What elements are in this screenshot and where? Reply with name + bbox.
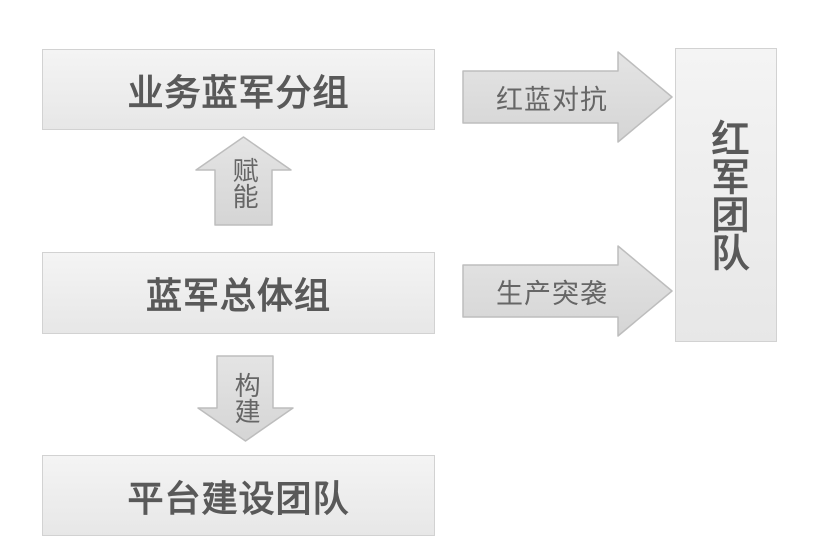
node-platform-team: 平台建设团队 <box>42 455 435 536</box>
empower-up-arrow-shape <box>195 136 292 226</box>
build-down-arrow-shape <box>197 355 294 442</box>
node-red-team: 红军团队 <box>675 48 777 342</box>
empower-arrow-label: 赋能 <box>229 156 260 209</box>
node-business-blue-group: 业务蓝军分组 <box>42 49 435 130</box>
build-arrow-label: 构建 <box>231 371 262 424</box>
node-blue-overall-group: 蓝军总体组 <box>42 252 435 334</box>
node-red-team-label: 红军团队 <box>705 119 747 271</box>
raid-right-arrow-shape <box>462 245 673 337</box>
confrontation-arrow-label: 红蓝对抗 <box>496 84 608 115</box>
node-business-blue-group-label: 业务蓝军分组 <box>127 71 350 113</box>
raid-arrow-label: 生产突袭 <box>496 278 608 309</box>
node-blue-overall-group-label: 蓝军总体组 <box>145 275 331 316</box>
node-platform-team-label: 平台建设团队 <box>127 477 350 519</box>
confrontation-right-arrow-shape <box>462 51 673 143</box>
